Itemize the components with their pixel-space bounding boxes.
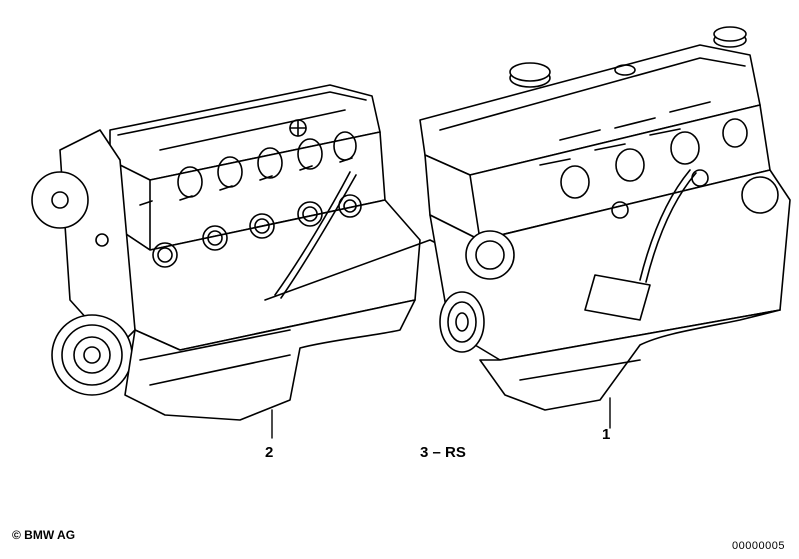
callout-part-3: 3 – RS xyxy=(420,444,466,461)
callout-part-1: 1 xyxy=(602,426,611,443)
engine-left-illustration xyxy=(31,84,441,421)
callout-part-2: 2 xyxy=(265,444,274,461)
engine-right-illustration xyxy=(419,26,791,411)
copyright-notice: © BMW AG xyxy=(12,528,76,542)
image-number: 00000005 xyxy=(732,540,785,552)
